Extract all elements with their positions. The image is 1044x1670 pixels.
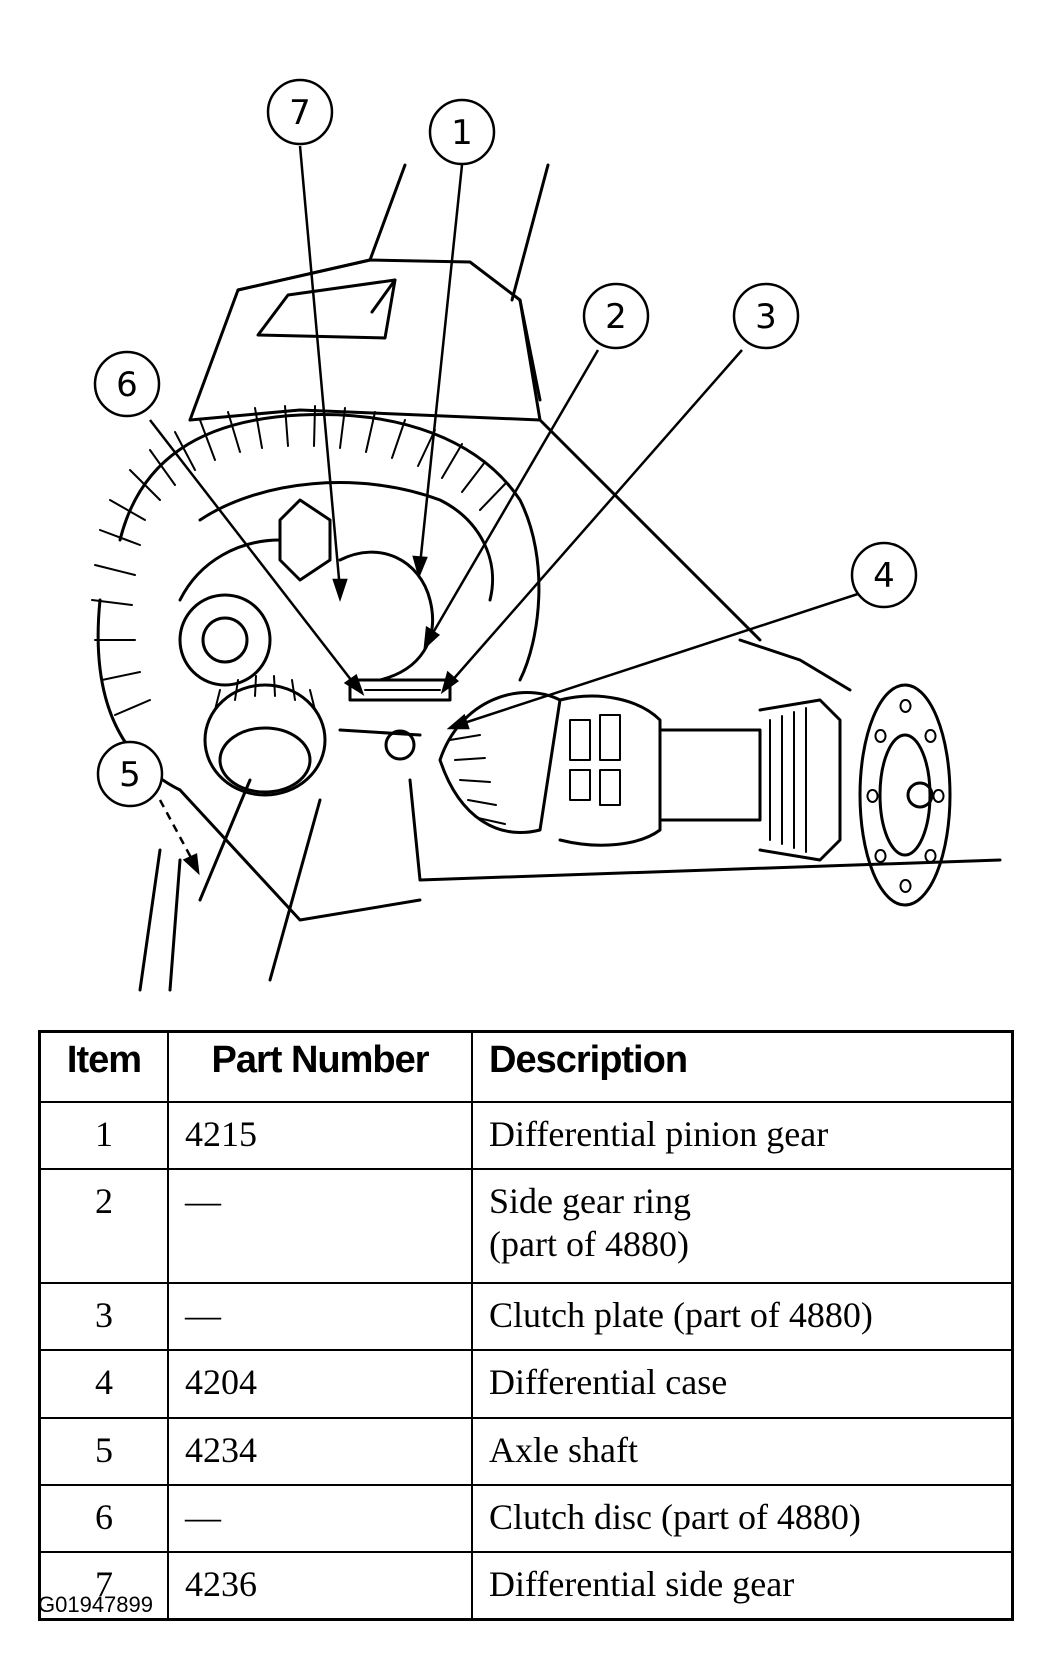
svg-text:7: 7 [289, 93, 311, 133]
callout-5: 5 [96, 740, 164, 808]
svg-text:1: 1 [451, 113, 473, 153]
svg-text:2: 2 [605, 297, 627, 337]
pinion-gear-teeth [449, 734, 506, 825]
callout-leaders [149, 145, 871, 876]
cell-item: 7 [38, 1550, 169, 1621]
flange-bolt-holes [866, 699, 945, 893]
description-line: Clutch plate (part of 4880) [489, 1295, 873, 1336]
callout-3: 3 [732, 282, 800, 350]
cell-part-number: — [167, 1282, 473, 1352]
callout-1: 1 [428, 98, 496, 166]
cell-description: Differential case [471, 1349, 1014, 1419]
axle-bearing-rollers [214, 675, 316, 711]
cell-part-number: — [167, 1168, 473, 1285]
table-row: 6 — Clutch disc (part of 4880) [38, 1483, 1014, 1553]
description-line: Axle shaft [489, 1429, 638, 1470]
callout-2: 2 [582, 282, 650, 350]
callouts: 7 1 2 3 6 4 5 [93, 78, 918, 808]
description-line: Differential pinion gear [489, 1114, 829, 1154]
svg-text:3: 3 [755, 297, 777, 337]
header-item: Item [38, 1030, 169, 1103]
cell-item: 5 [38, 1416, 169, 1486]
table-row: 1 4215 Differential pinion gear [38, 1100, 1014, 1171]
pinion-bearing-rollers [569, 714, 621, 806]
callout-7: 7 [266, 78, 334, 146]
description-line: Side gear ring [489, 1181, 691, 1222]
header-part-number: Part Number [167, 1030, 473, 1103]
cell-item: 4 [38, 1349, 169, 1419]
cell-part-number: 4234 [167, 1416, 473, 1486]
parts-table: Item Part Number Description 1 4215 Diff… [38, 1030, 1014, 1622]
description-line: Differential side gear [489, 1563, 795, 1604]
cell-item: 3 [38, 1282, 169, 1352]
table-row: 2 — Side gear ring(part of 4880) [38, 1168, 1014, 1285]
description-line: Clutch disc (part of 4880) [489, 1496, 861, 1537]
cell-item: 6 [38, 1483, 169, 1553]
cell-part-number: — [167, 1483, 473, 1553]
table-row: 5 4234 Axle shaft [38, 1416, 1014, 1486]
cell-item: 2 [38, 1168, 169, 1285]
callout-4: 4 [850, 541, 918, 609]
cell-description: Clutch disc (part of 4880) [471, 1483, 1014, 1553]
cell-description: Axle shaft [471, 1416, 1014, 1486]
callout-6: 6 [93, 350, 161, 418]
differential-diagram: 7 1 2 3 6 4 5 [91, 78, 1002, 992]
table-row: 7 4236 Differential side gear [38, 1550, 1014, 1621]
cell-item: 1 [38, 1100, 169, 1171]
cell-description: Clutch plate (part of 4880) [471, 1282, 1014, 1352]
cell-description: Side gear ring(part of 4880) [471, 1168, 1014, 1285]
pinion-seal-rollers [769, 707, 807, 853]
description-line: (part of 4880) [489, 1224, 689, 1265]
cell-description: Differential pinion gear [471, 1100, 1014, 1171]
figure-id: G01947899 [38, 1592, 153, 1617]
cell-part-number: 4204 [167, 1349, 473, 1419]
header-description: Description [471, 1030, 1014, 1103]
table-header-row: Item Part Number Description [38, 1030, 1014, 1103]
svg-text:4: 4 [873, 556, 895, 596]
cell-description: Differential side gear [471, 1550, 1014, 1621]
table-row: 4 4204 Differential case [38, 1349, 1014, 1419]
table-row: 3 — Clutch plate (part of 4880) [38, 1282, 1014, 1352]
description-line: Differential case [489, 1362, 728, 1403]
cell-part-number: 4215 [167, 1100, 473, 1171]
svg-text:5: 5 [119, 755, 141, 795]
cell-part-number: 4236 [167, 1550, 473, 1621]
differential-housing-drawing [91, 163, 1002, 992]
svg-text:6: 6 [116, 365, 138, 405]
ring-gear-teeth [91, 405, 506, 716]
